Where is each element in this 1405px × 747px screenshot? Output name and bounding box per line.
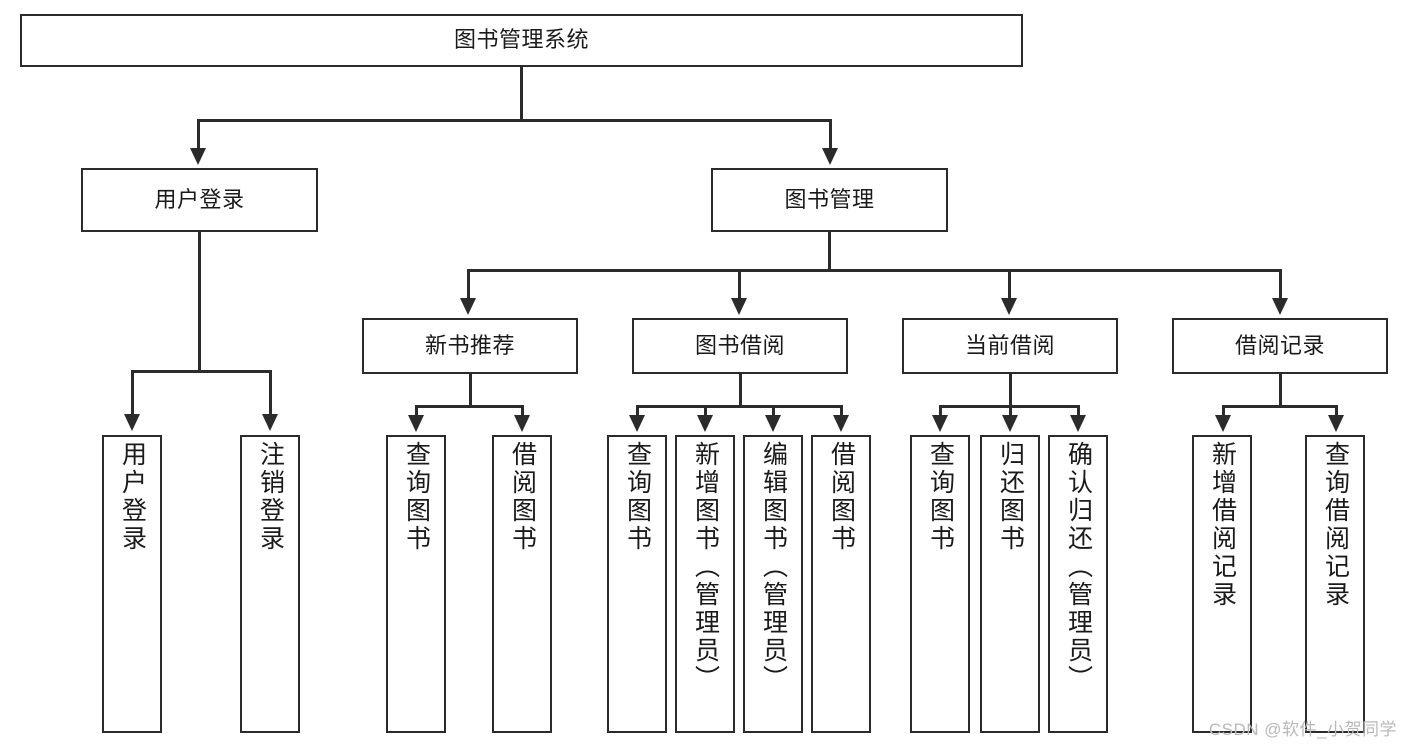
connector-level3-drop-4 bbox=[1279, 269, 1282, 299]
connector-br-drop-2 bbox=[1335, 405, 1338, 416]
node-label: 查询图书 bbox=[926, 441, 955, 553]
node-label: 图书管理系统 bbox=[453, 27, 589, 53]
connector-new-books-drop-1 bbox=[415, 405, 418, 416]
connector-borrow-records-bus bbox=[1222, 405, 1337, 408]
node-label: 确认归还（管理员） bbox=[1064, 441, 1093, 693]
node-label: 新增借阅记录 bbox=[1208, 441, 1237, 609]
connector-user-login-drop-2 bbox=[269, 370, 272, 415]
leaf-br-query-record[interactable]: 查询借阅记录 bbox=[1305, 435, 1365, 733]
arrow-head-current-borrow bbox=[1001, 298, 1017, 315]
leaf-user-login[interactable]: 用户登录 bbox=[102, 435, 162, 733]
node-label: 图书借阅 bbox=[694, 332, 785, 358]
arrow-head-book-borrow bbox=[731, 298, 747, 315]
arrow-head-bb-edit-book bbox=[765, 415, 781, 432]
connector-root-bus bbox=[197, 119, 831, 122]
node-label: 当前借阅 bbox=[964, 332, 1055, 358]
arrow-head-cb-query-book bbox=[932, 415, 948, 432]
connector-borrow-records-stem bbox=[1279, 374, 1282, 407]
node-label: 查询图书 bbox=[402, 441, 431, 553]
connector-cb-drop-1 bbox=[939, 405, 942, 416]
connector-level3-drop-2 bbox=[738, 269, 741, 299]
node-label: 查询图书 bbox=[623, 441, 652, 553]
leaf-cb-confirm-return[interactable]: 确认归还（管理员） bbox=[1048, 435, 1108, 733]
connector-root-drop-book bbox=[829, 119, 832, 149]
connector-level3-bus bbox=[467, 269, 1281, 272]
connector-level3-drop-3 bbox=[1008, 269, 1011, 299]
arrow-head-borrow-records bbox=[1272, 298, 1288, 315]
connector-bb-drop-4 bbox=[840, 405, 843, 416]
connector-bb-drop-1 bbox=[636, 405, 639, 416]
leaf-cb-query-book[interactable]: 查询图书 bbox=[910, 435, 970, 733]
node-label: 用户登录 bbox=[154, 186, 245, 212]
connector-user-login-drop-1 bbox=[131, 370, 134, 415]
node-label: 归还图书 bbox=[996, 441, 1025, 553]
leaf-cb-return-book[interactable]: 归还图书 bbox=[980, 435, 1040, 733]
leaf-bb-query-book[interactable]: 查询图书 bbox=[607, 435, 667, 733]
arrow-head-bb-query-book bbox=[629, 415, 645, 432]
connector-new-books-drop-2 bbox=[521, 405, 524, 416]
leaf-br-add-record[interactable]: 新增借阅记录 bbox=[1192, 435, 1252, 733]
leaf-nb-query-book[interactable]: 查询图书 bbox=[386, 435, 446, 733]
arrow-head-cb-confirm-return bbox=[1070, 415, 1086, 432]
connector-book-borrow-bus bbox=[636, 405, 843, 408]
connector-cb-drop-3 bbox=[1077, 405, 1080, 416]
leaf-nb-borrow-book[interactable]: 借阅图书 bbox=[492, 435, 552, 733]
leaf-bb-edit-book[interactable]: 编辑图书（管理员） bbox=[743, 435, 803, 733]
connector-user-login-bus bbox=[131, 370, 270, 373]
arrow-head-br-add-record bbox=[1215, 415, 1231, 432]
node-book-borrow[interactable]: 图书借阅 bbox=[632, 318, 848, 374]
connector-br-drop-1 bbox=[1222, 405, 1225, 416]
connector-bb-drop-2 bbox=[704, 405, 707, 416]
node-book-management[interactable]: 图书管理 bbox=[711, 168, 948, 232]
leaf-bb-borrow-book[interactable]: 借阅图书 bbox=[811, 435, 871, 733]
connector-bb-drop-3 bbox=[772, 405, 775, 416]
node-label: 新书推荐 bbox=[424, 332, 515, 358]
connector-book-borrow-stem bbox=[739, 374, 742, 407]
node-borrow-record[interactable]: 借阅记录 bbox=[1172, 318, 1388, 374]
connector-current-borrow-stem bbox=[1009, 374, 1012, 407]
node-label: 用户登录 bbox=[118, 441, 147, 553]
arrow-head-cb-return-book bbox=[1002, 415, 1018, 432]
connector-cb-drop-2 bbox=[1009, 405, 1012, 416]
node-label: 查询借阅记录 bbox=[1321, 441, 1350, 609]
arrow-head-book-manage bbox=[822, 148, 838, 165]
arrow-head-user-login bbox=[190, 148, 206, 165]
node-user-login[interactable]: 用户登录 bbox=[81, 168, 318, 232]
node-root-system[interactable]: 图书管理系统 bbox=[20, 14, 1023, 67]
leaf-logout[interactable]: 注销登录 bbox=[240, 435, 300, 733]
connector-root-stem bbox=[520, 67, 523, 120]
node-new-book-recommend[interactable]: 新书推荐 bbox=[362, 318, 578, 374]
node-label: 注销登录 bbox=[256, 441, 285, 553]
arrow-head-leaf-user-login bbox=[124, 414, 140, 431]
arrow-head-nb-query-book bbox=[408, 415, 424, 432]
connector-user-login-stem bbox=[198, 232, 201, 372]
arrow-head-br-query-record bbox=[1328, 415, 1344, 432]
connector-new-books-stem bbox=[469, 374, 472, 407]
node-label: 借阅记录 bbox=[1234, 332, 1325, 358]
arrow-head-bb-borrow-book bbox=[833, 415, 849, 432]
leaf-bb-add-book[interactable]: 新增图书（管理员） bbox=[675, 435, 735, 733]
node-current-borrow[interactable]: 当前借阅 bbox=[902, 318, 1118, 374]
arrow-head-bb-add-book bbox=[697, 415, 713, 432]
node-label: 编辑图书（管理员） bbox=[759, 441, 788, 693]
arrow-head-new-books bbox=[460, 298, 476, 315]
connector-book-manage-stem bbox=[828, 232, 831, 271]
arrow-head-nb-borrow-book bbox=[514, 415, 530, 432]
node-label: 借阅图书 bbox=[827, 441, 856, 553]
connector-new-books-bus bbox=[415, 405, 523, 408]
arrow-head-leaf-logout bbox=[262, 414, 278, 431]
node-label: 借阅图书 bbox=[508, 441, 537, 553]
connector-root-drop-user bbox=[197, 119, 200, 149]
connector-level3-drop-1 bbox=[467, 269, 470, 299]
node-label: 新增图书（管理员） bbox=[691, 441, 720, 693]
node-label: 图书管理 bbox=[784, 186, 875, 212]
